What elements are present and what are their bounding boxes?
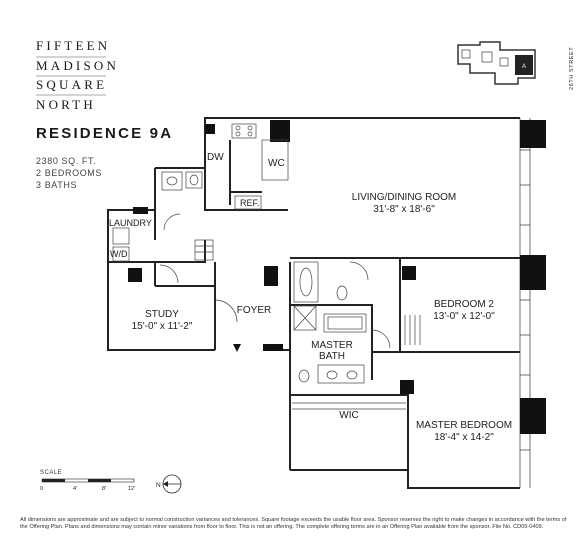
label-living-name: LIVING/DINING ROOM	[352, 192, 456, 203]
scale-bar: 0 4' 8' 12'	[40, 478, 135, 492]
residence-title: RESIDENCE 9A	[36, 125, 174, 142]
brand-line: FIFTEEN	[36, 38, 111, 53]
scale-tick-8: 8'	[102, 486, 106, 492]
label-master-bed-name: MASTER BEDROOM	[416, 420, 512, 431]
brand-line: SQUARE	[36, 77, 108, 92]
north-arrow-icon: N	[156, 474, 182, 494]
north-label: N	[156, 482, 161, 489]
label-master-bath-2: BATH	[319, 351, 345, 362]
sqft-text: 2380 SQ. FT.	[36, 156, 97, 166]
label-wd: W/D	[110, 249, 128, 259]
scale-tick-12: 12'	[128, 486, 135, 492]
brand-logo: FIFTEEN MADISON SQUARE NORTH	[36, 36, 116, 114]
label-foyer: FOYER	[237, 305, 271, 316]
brand-line: MADISON	[36, 57, 120, 73]
label-master-bed-dims: 18'-4" x 14-2"	[434, 432, 494, 443]
label-wic: WIC	[339, 410, 358, 421]
scale-label: SCALE	[40, 470, 63, 476]
street-label: 26TH STREET	[569, 47, 575, 90]
baths-text: 3 BATHS	[36, 180, 78, 190]
label-wc: WC	[268, 158, 285, 169]
label-bedroom2-name: BEDROOM 2	[434, 299, 494, 310]
label-living-dims: 31'-8" x 18'-6"	[373, 204, 435, 215]
disclaimer-text: All dimensions are approximate and are s…	[20, 517, 567, 531]
scale-tick-0: 0	[40, 486, 43, 492]
label-laundry: LAUNDRY	[109, 218, 152, 228]
label-bedroom2-dims: 13'-0" x 12'-0"	[433, 311, 495, 322]
key-plan: A	[457, 41, 536, 85]
brand-line: NORTH	[36, 96, 96, 112]
label-ref: REF.	[240, 198, 260, 208]
label-dw: DW	[207, 152, 224, 163]
label-study-dims: 15'-0" x 11'-2"	[132, 321, 193, 332]
label-study-name: STUDY	[145, 309, 179, 320]
residence-specs: 2380 SQ. FT. 2 BEDROOMS 3 BATHS	[36, 155, 102, 191]
label-master-bath-1: MASTER	[311, 340, 353, 351]
bedrooms-text: 2 BEDROOMS	[36, 168, 103, 178]
keyplan-unit-marker: A	[522, 64, 526, 70]
scale-tick-4: 4'	[73, 486, 77, 492]
